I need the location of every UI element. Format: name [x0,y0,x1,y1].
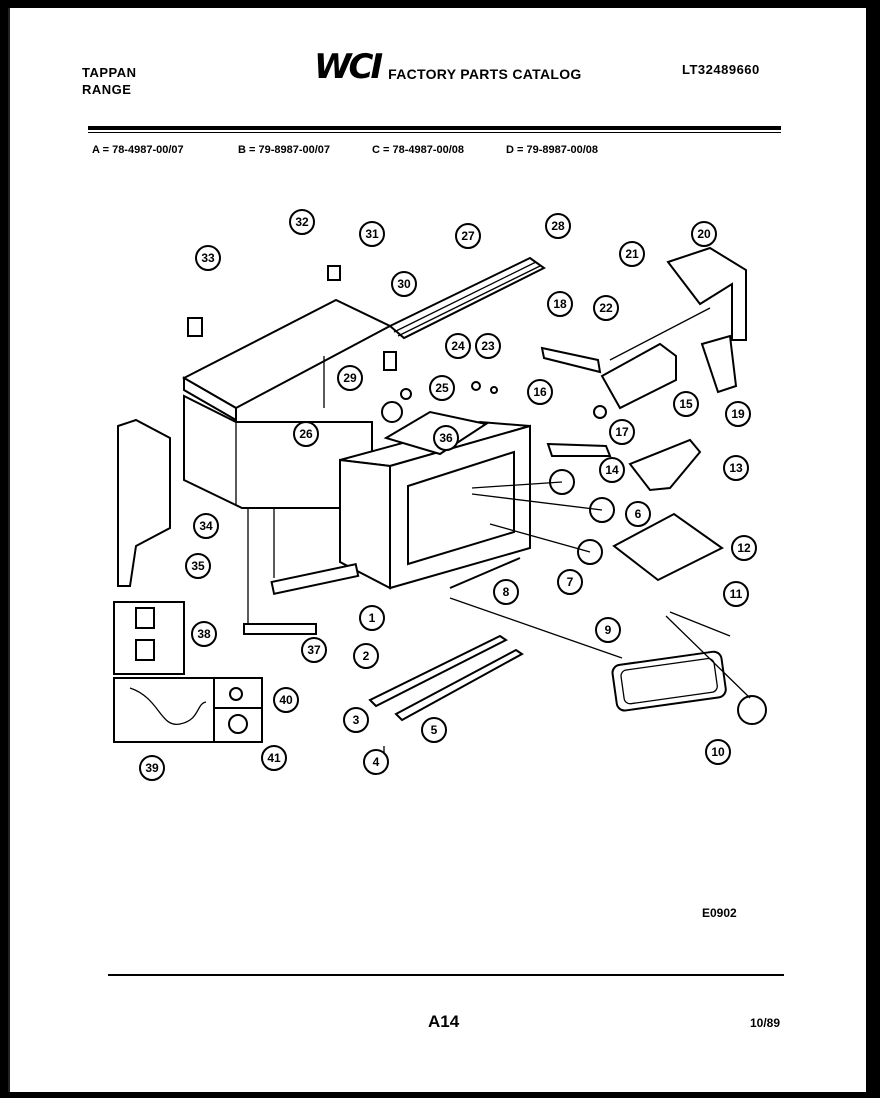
callout-16: 16 [527,379,553,405]
callout-26: 26 [293,421,319,447]
catalog-header: WCI FACTORY PARTS CATALOG [314,50,582,84]
spark-igniter [381,401,403,423]
callout-17: 17 [609,419,635,445]
burner-tube [243,623,317,635]
callout-33: 33 [195,245,221,271]
callout-20: 20 [691,221,717,247]
callout-23: 23 [475,333,501,359]
callout-11: 11 [723,581,749,607]
callout-18: 18 [547,291,573,317]
bottom-panel [612,512,724,582]
callout-7: 7 [557,569,583,595]
oven-window [407,450,515,566]
trim-strip-2 [368,634,508,708]
shelf-bracket-13 [628,438,702,492]
callout-9: 9 [595,617,621,643]
top-panel [181,298,393,410]
callout-8: 8 [493,579,519,605]
callout-3: 3 [343,707,369,733]
callout-32: 32 [289,209,315,235]
callout-1: 1 [359,605,385,631]
callout-29: 29 [337,365,363,391]
callout-15: 15 [673,391,699,417]
side-panel [117,418,171,587]
bracket-17 [546,442,612,457]
callout-36: 36 [433,425,459,451]
callout-22: 22 [593,295,619,321]
brand-name: TAPPAN [82,65,137,80]
callout-30: 30 [391,271,417,297]
figure-id: E0902 [702,906,737,920]
vent-grille [388,256,546,340]
callout-27: 27 [455,223,481,249]
header-rule-thin [88,132,781,133]
callout-37: 37 [301,637,327,663]
brand-block: TAPPAN RANGE [82,64,137,98]
side-bracket-19 [700,334,738,394]
header-rule [88,126,781,130]
callout-40: 40 [273,687,299,713]
callout-31: 31 [359,221,385,247]
model-code-c: C = 78-4987-00/08 [372,144,465,156]
callout-14: 14 [599,457,625,483]
trim-strip-5 [394,648,524,722]
callout-39: 39 [139,755,165,781]
igniter-wire [129,687,207,725]
mounting-bracket-22 [600,342,677,410]
callout-4: 4 [363,749,389,775]
callout-38: 38 [191,621,217,647]
callout-13: 13 [723,455,749,481]
broiler-knob [737,695,767,725]
broiler-pan [611,650,727,712]
callout-19: 19 [725,401,751,427]
callout-10: 10 [705,739,731,765]
model-code-b: B = 79-8987-00/07 [238,144,331,156]
callout-21: 21 [619,241,645,267]
bracket-18 [540,346,602,374]
callout-5: 5 [421,717,447,743]
product-type: RANGE [82,82,132,97]
callout-24: 24 [445,333,471,359]
top-bracket-20 [666,246,747,341]
page-number: A14 [428,1012,460,1031]
callout-25: 25 [429,375,455,401]
model-code-d: D = 79-8987-00/08 [506,144,599,156]
callout-2: 2 [353,643,379,669]
callout-34: 34 [193,513,219,539]
callout-35: 35 [185,553,211,579]
model-code-legend: A = 78-4987-00/07 B = 79-8987-00/07 C = … [92,144,598,156]
callout-28: 28 [545,213,571,239]
callout-41: 41 [261,745,287,771]
igniter-kit-box [113,677,263,743]
footer-rule [108,974,784,976]
top-panel-front [183,376,237,422]
wiring-harness-box [113,601,185,675]
wci-logo: WCI [314,47,383,87]
catalog-title: FACTORY PARTS CATALOG [388,66,582,82]
model-code-a: A = 78-4987-00/07 [92,144,184,156]
callout-12: 12 [731,535,757,561]
model-number: LT32489660 [682,62,760,77]
exploded-parts-diagram [113,246,767,754]
burner-tube-upper [270,562,360,595]
catalog-page: TAPPAN RANGE WCI FACTORY PARTS CATALOG L… [8,8,866,1092]
catalog-date: 10/89 [750,1016,781,1030]
callout-6: 6 [625,501,651,527]
